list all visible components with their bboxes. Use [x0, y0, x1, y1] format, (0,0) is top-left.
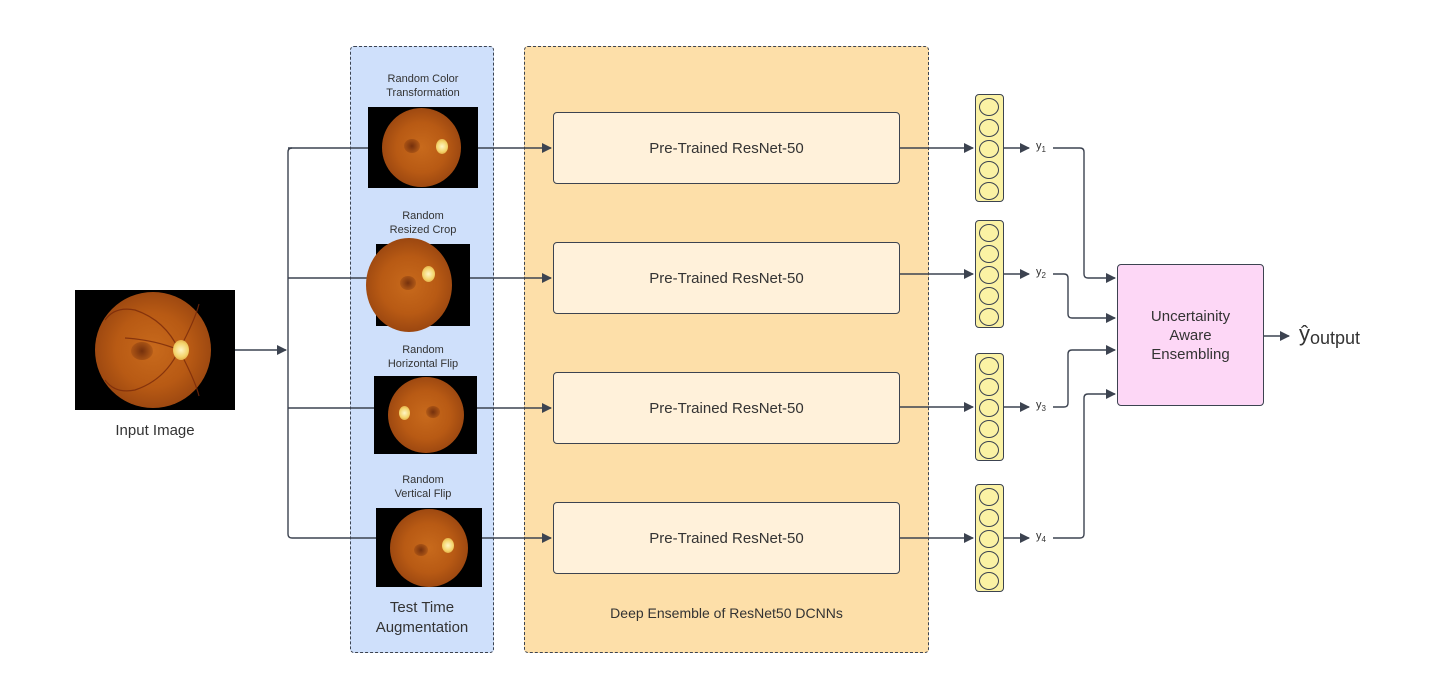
arrow-y1-to-aggregator — [1053, 147, 1116, 283]
neuron-node — [979, 119, 999, 137]
split-bus — [287, 147, 293, 539]
output-label-y3: y3 — [1036, 399, 1046, 413]
resnet-block-1: Pre-Trained ResNet-50 — [553, 112, 900, 184]
aug-label-color: Random Color Transformation — [386, 73, 460, 99]
neuron-node — [979, 399, 999, 417]
resnet-block-3: Pre-Trained ResNet-50 — [553, 372, 900, 444]
neuron-node — [979, 245, 999, 263]
ensemble-panel-title: Deep Ensemble of ResNet50 DCNNs — [610, 605, 843, 621]
neuron-node — [979, 357, 999, 375]
aug-label-crop: Random Resized Crop — [389, 210, 457, 236]
resnet-block-4: Pre-Trained ResNet-50 — [553, 502, 900, 574]
output-label-y2-base: y — [1036, 266, 1042, 278]
neuron-node — [979, 488, 999, 506]
input-fundus-image — [75, 290, 235, 410]
output-label-y1-sub: 1 — [1041, 145, 1046, 155]
output-layer-4 — [975, 484, 1004, 592]
neuron-node — [979, 182, 999, 200]
neuron-node — [979, 551, 999, 569]
neuron-node — [979, 530, 999, 548]
aug-image-crop — [366, 238, 470, 332]
neuron-node — [979, 287, 999, 305]
output-layer-3 — [975, 353, 1004, 461]
output-label-y2: y2 — [1036, 266, 1046, 280]
aug-label-vflip: Random Vertical Flip — [394, 474, 452, 500]
output-layer-1 — [975, 94, 1004, 202]
neuron-node — [979, 161, 999, 179]
output-label-y3-base: y — [1036, 399, 1042, 411]
aug-image-vflip — [376, 508, 482, 587]
output-label-y4: y4 — [1036, 530, 1046, 544]
retina-vessels — [104, 303, 200, 397]
arrow-y4-to-aggregator — [1053, 389, 1116, 539]
output-label-y2-sub: 2 — [1041, 271, 1046, 281]
aug-image-color — [368, 107, 478, 188]
neuron-node — [979, 420, 999, 438]
neuron-node — [979, 572, 999, 590]
final-output-sub: output — [1310, 328, 1361, 348]
neuron-node — [979, 509, 999, 527]
neuron-node — [979, 98, 999, 116]
resnet-block-2: Pre-Trained ResNet-50 — [553, 242, 900, 314]
arrow-y2-to-aggregator — [1053, 273, 1116, 323]
neuron-node — [979, 266, 999, 284]
uncertainty-aware-ensembling-box: Uncertainity Aware Ensembling — [1117, 264, 1264, 406]
final-output-label: ŷoutput — [1299, 321, 1361, 348]
output-label-y4-sub: 4 — [1041, 535, 1046, 545]
output-layer-2 — [975, 220, 1004, 328]
neuron-node — [979, 308, 999, 326]
neuron-node — [979, 224, 999, 242]
tta-panel-title: Test Time Augmentation — [375, 599, 469, 636]
output-label-y4-base: y — [1036, 530, 1042, 542]
neuron-node — [979, 378, 999, 396]
input-image-label: Input Image — [115, 422, 195, 439]
neuron-node — [979, 140, 999, 158]
output-label-y1-base: y — [1036, 140, 1042, 152]
arrow-y3-to-aggregator — [1053, 345, 1116, 408]
neuron-node — [979, 441, 999, 459]
final-output-base: ŷ — [1299, 321, 1310, 346]
aug-label-hflip: Random Horizontal Flip — [387, 344, 459, 370]
output-label-y3-sub: 3 — [1041, 404, 1046, 414]
aug-image-hflip — [374, 376, 477, 454]
output-label-y1: y1 — [1036, 140, 1046, 154]
